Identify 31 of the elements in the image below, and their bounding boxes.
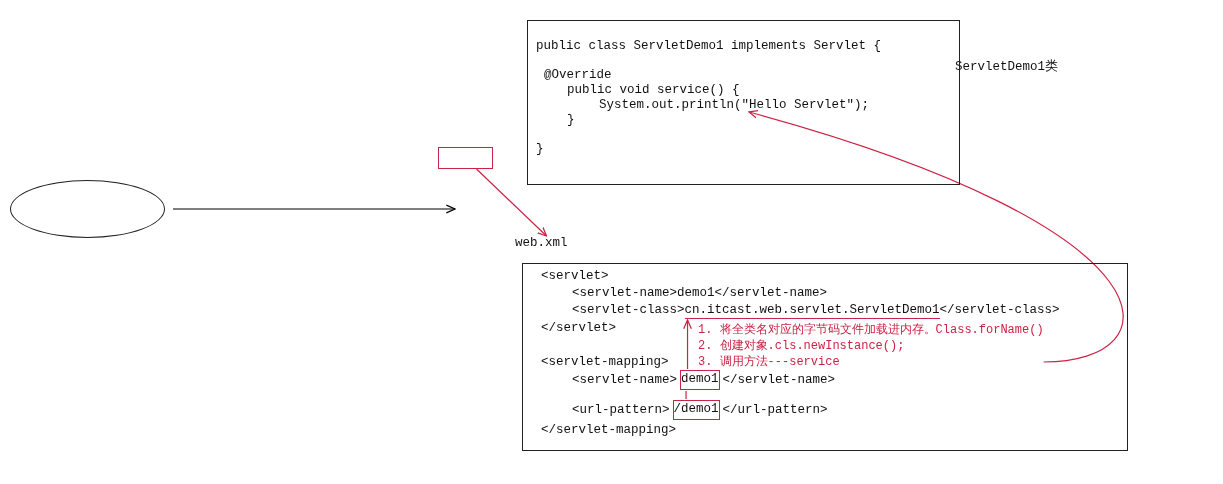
code-panel — [522, 263, 1128, 451]
annotation-text: 2. 创建对象.cls.newInstance(); — [698, 338, 906, 354]
highlighted-text: cn.itcast.web.servlet.ServletDemo1 — [684, 302, 940, 319]
highlighted-text: demo1 — [680, 370, 720, 390]
code-text: </url-pattern> — [722, 402, 828, 418]
code-text: <servlet-name> — [572, 372, 678, 388]
arrow — [748, 110, 1124, 363]
code-text: @Override — [544, 68, 612, 82]
code-text: } — [536, 142, 544, 156]
code-text: <servlet-name>demo1</servlet-name> — [572, 285, 828, 301]
code-text: </servlet> — [541, 320, 616, 336]
code-text: </servlet-mapping> — [541, 422, 677, 438]
code-text: <servlet> — [541, 268, 609, 284]
highlight-box — [438, 147, 493, 169]
code-text: } — [567, 113, 575, 127]
code-text: <servlet-mapping> — [541, 354, 669, 370]
file-name-label: web.xml — [515, 236, 568, 250]
code-text: </servlet-name> — [722, 372, 836, 388]
annotation-text: 3. 调用方法---service — [698, 354, 841, 370]
code-text: <url-pattern> — [572, 402, 670, 418]
arrow — [475, 168, 548, 237]
code-text: public class ServletDemo1 implements Servlet { — [536, 39, 882, 53]
code-text: </servlet-class> — [939, 302, 1060, 319]
arrow — [683, 319, 692, 370]
code-text: System.out.println("Hello Servlet"); — [599, 98, 870, 112]
code-text: <servlet-class> — [572, 302, 685, 319]
highlighted-text: /demo1 — [672, 400, 720, 420]
arrow — [172, 204, 456, 214]
code-text: public void service() { — [567, 83, 740, 97]
annotation-text: 1. 将全类名对应的字节码文件加载进内存。Class.forName() — [698, 322, 1044, 338]
connector-line — [685, 390, 687, 400]
